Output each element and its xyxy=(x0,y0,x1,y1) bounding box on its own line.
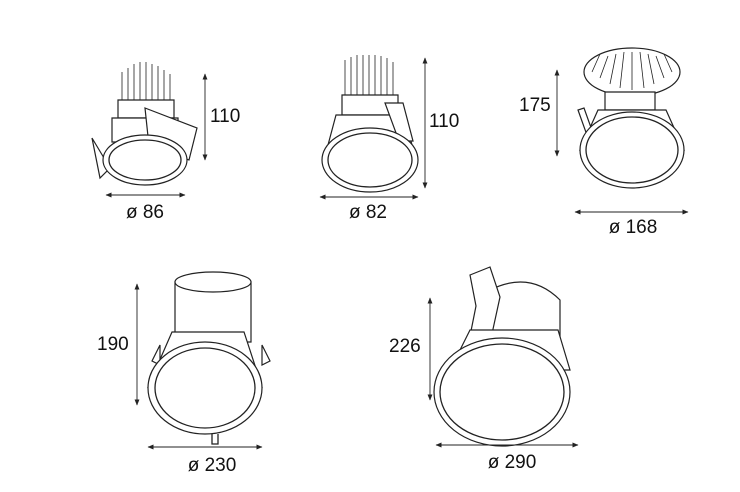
fixture-3-height: 175 xyxy=(519,95,551,116)
fixture-4-height: 190 xyxy=(97,334,129,355)
fixture-3-diameter: ø 168 xyxy=(609,217,658,238)
fixture-1-diameter: ø 86 xyxy=(126,202,164,223)
fixture-2-drawing: 110 ø 82 xyxy=(319,55,459,223)
fixture-1-height: 110 xyxy=(210,106,240,127)
fixture-5-diameter: ø 290 xyxy=(488,452,537,473)
fixture-1-drawing: 110 ø 86 xyxy=(91,62,240,223)
fixture-3-drawing: 175 ø 168 xyxy=(519,47,689,238)
fixture-4-drawing: 190 ø 230 xyxy=(97,271,271,476)
fixture-4-diameter: ø 230 xyxy=(188,455,237,476)
fixture-2-diameter: ø 82 xyxy=(349,202,387,223)
fixture-5-drawing: 226 ø 290 xyxy=(389,266,579,473)
fixture-5-height: 226 xyxy=(389,336,421,357)
fixture-2-height: 110 xyxy=(429,111,459,132)
